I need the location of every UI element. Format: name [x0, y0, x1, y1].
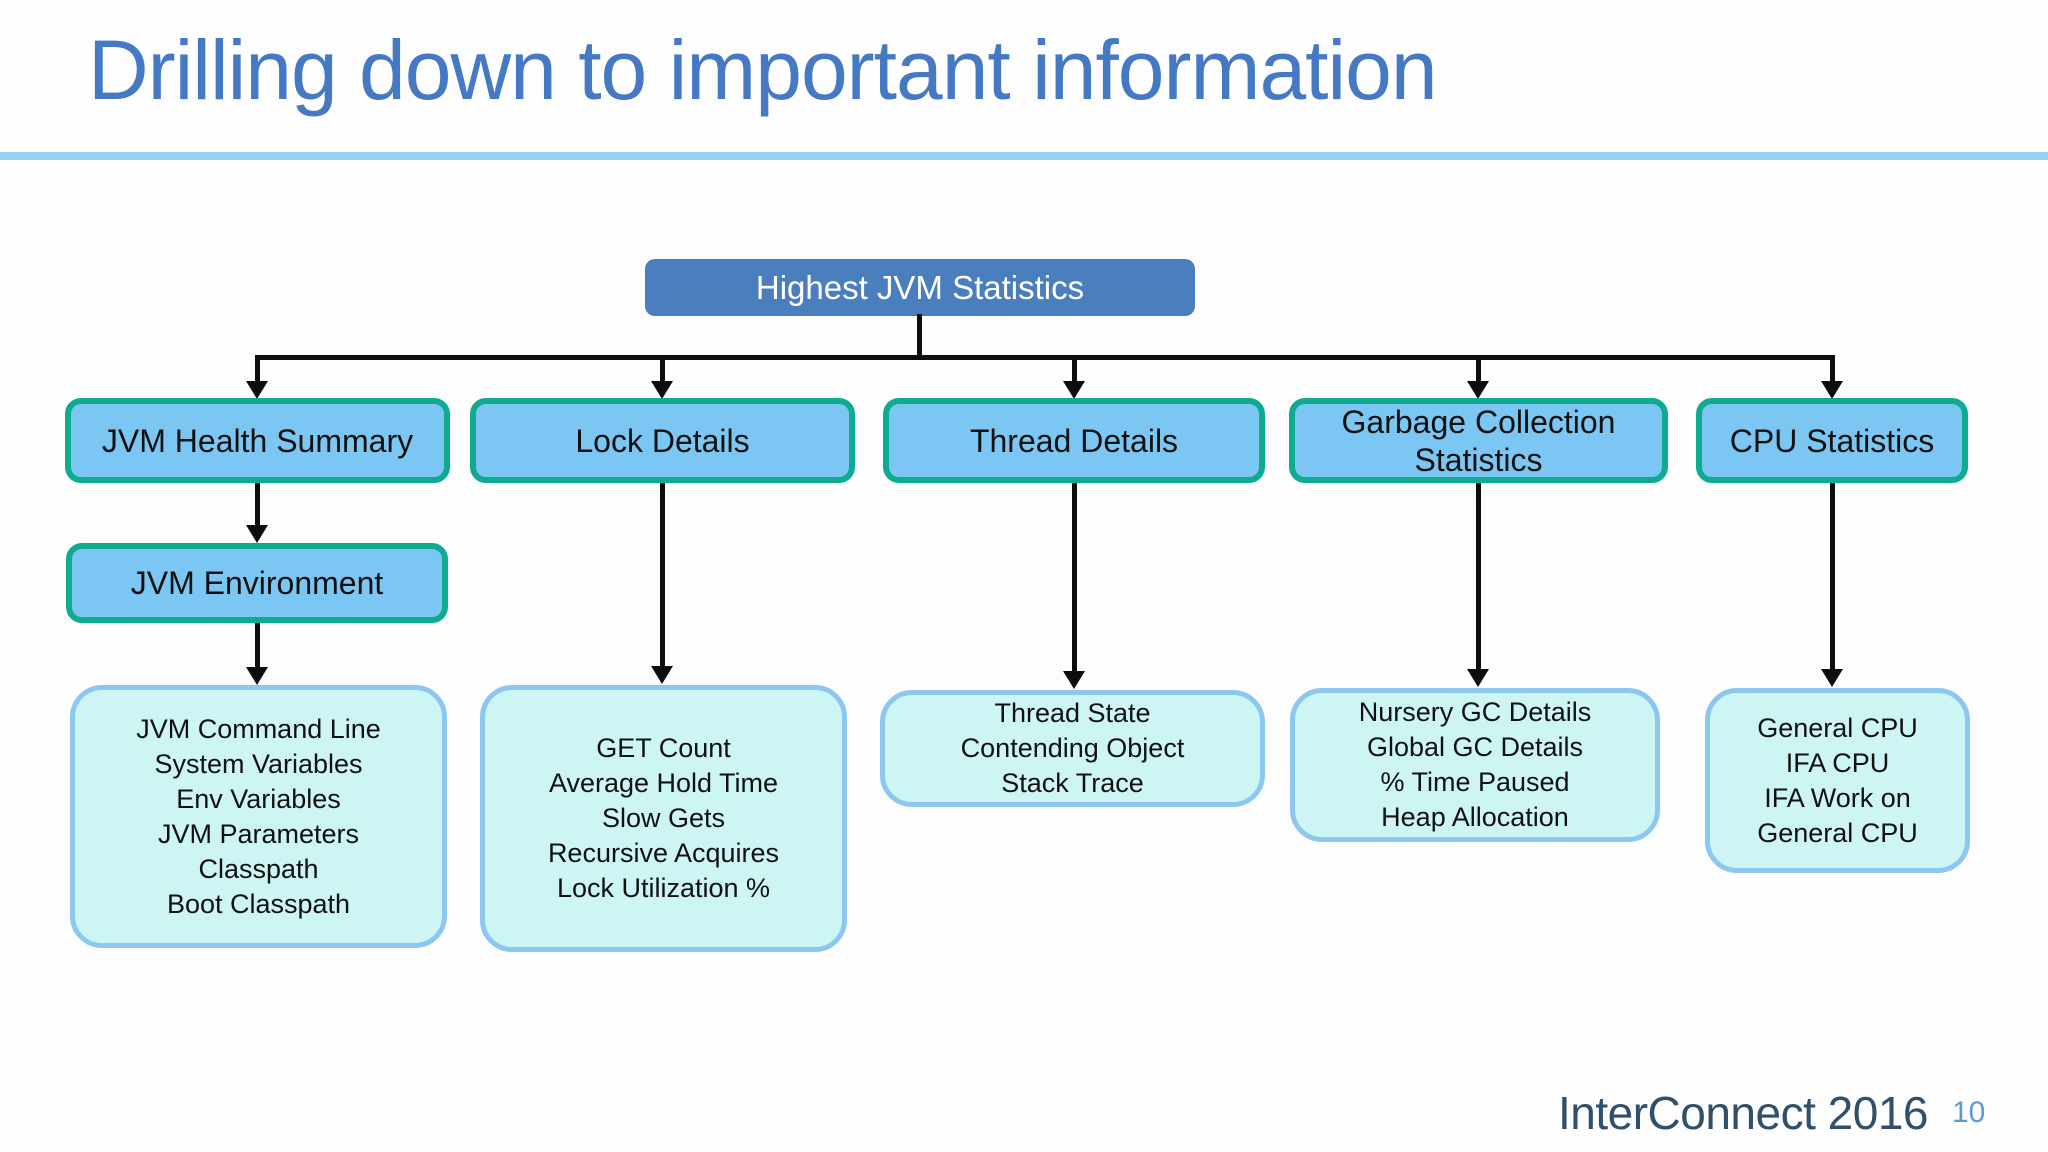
arrow-down-icon: [1467, 669, 1489, 687]
details-gc: Nursery GC Details Global GC Details % T…: [1290, 688, 1660, 842]
node-highest-jvm-statistics: Highest JVM Statistics: [645, 259, 1195, 316]
page-number: 10: [1952, 1096, 1986, 1129]
connector-horizontal-rail: [255, 355, 1835, 360]
arrow-down-icon: [1063, 381, 1085, 399]
node-cpu-statistics: CPU Statistics: [1696, 398, 1968, 483]
title-divider-line: [0, 152, 2048, 160]
detail-line: GET Count: [596, 733, 731, 763]
detail-line: Lock Utilization %: [556, 873, 771, 903]
connector-drop-gc: [1476, 355, 1481, 383]
detail-line: % Time Paused: [1380, 767, 1570, 797]
connector-drop-health: [255, 355, 260, 383]
detail-line: JVM Parameters: [157, 818, 360, 849]
node-jvm-health-summary: JVM Health Summary: [65, 398, 450, 483]
detail-line: IFA CPU: [1785, 747, 1890, 778]
detail-line: Nursery GC Details: [1358, 697, 1592, 727]
details-jvm-health: JVM Command Line System Variables Env Va…: [70, 685, 447, 948]
arrow-down-icon: [1821, 381, 1843, 399]
connector-drop-lock: [660, 355, 665, 383]
details-thread: Thread State Contending Object Stack Tra…: [880, 690, 1265, 807]
node-jvm-environment: JVM Environment: [66, 543, 448, 623]
arrow-down-icon: [651, 666, 673, 684]
node-thread-details: Thread Details: [883, 398, 1265, 483]
connector-gc-to-details: [1476, 483, 1481, 669]
detail-line: Thread State: [994, 698, 1151, 728]
connector-drop-thread: [1072, 355, 1077, 383]
arrow-down-icon: [246, 381, 268, 399]
arrow-down-icon: [1467, 381, 1489, 399]
detail-line: General CPU: [1757, 817, 1918, 848]
connector-thread-to-details: [1072, 483, 1077, 671]
connector-lock-to-details: [660, 483, 665, 666]
arrow-down-icon: [1063, 671, 1085, 689]
detail-line: Global GC Details: [1366, 732, 1584, 762]
connector-cpu-to-details: [1830, 483, 1835, 669]
arrow-down-icon: [651, 381, 673, 399]
detail-line: JVM Command Line: [136, 713, 381, 744]
details-cpu: General CPU IFA CPU IFA Work on General …: [1705, 688, 1970, 873]
node-lock-details: Lock Details: [470, 398, 855, 483]
detail-line: Average Hold Time: [548, 768, 779, 798]
detail-line: Slow Gets: [601, 803, 726, 833]
details-lock: GET Count Average Hold Time Slow Gets Re…: [480, 685, 847, 952]
connector-health-to-environment: [255, 483, 260, 526]
detail-line: Classpath: [198, 853, 319, 884]
detail-line: Heap Allocation: [1381, 802, 1569, 832]
page-title: Drilling down to important information: [88, 23, 1438, 117]
detail-line: Env Variables: [176, 783, 341, 814]
detail-line: General CPU: [1757, 712, 1918, 743]
detail-line: System Variables: [154, 748, 363, 779]
detail-line: Contending Object: [960, 733, 1185, 763]
connector-root-trunk: [917, 314, 922, 360]
arrow-down-icon: [246, 667, 268, 685]
detail-line: Boot Classpath: [166, 888, 351, 919]
detail-line: Recursive Acquires: [547, 838, 780, 868]
node-garbage-collection-statistics: Garbage Collection Statistics: [1289, 398, 1668, 483]
conference-brand: InterConnect 2016: [1558, 1087, 1929, 1139]
connector-environment-to-details: [255, 623, 260, 667]
detail-line: Stack Trace: [1001, 768, 1144, 798]
connector-drop-cpu: [1830, 355, 1835, 383]
arrow-down-icon: [1821, 669, 1843, 687]
detail-line: IFA Work on: [1764, 782, 1911, 813]
arrow-down-icon: [246, 525, 268, 543]
